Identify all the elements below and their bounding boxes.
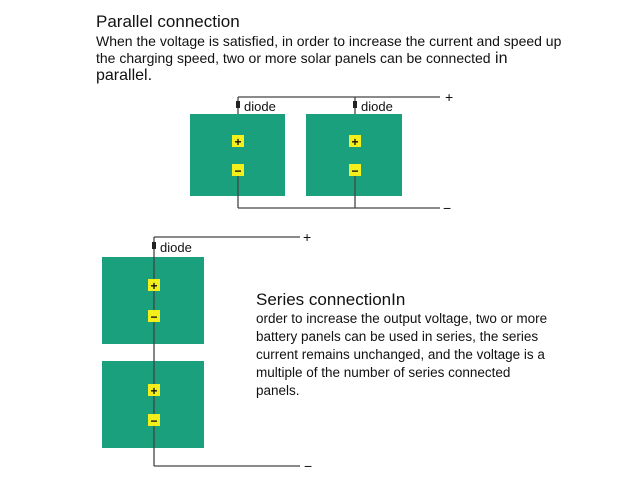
positive-terminal-icon xyxy=(148,279,160,291)
parallel-description-tail: in parallel. xyxy=(96,50,508,84)
positive-terminal-icon xyxy=(349,135,361,147)
series-output-positive-sign: + xyxy=(303,229,311,245)
positive-terminal-icon xyxy=(232,135,244,147)
parallel-output-positive-sign: + xyxy=(445,89,453,105)
series-description-block: Series connectionIn order to increase th… xyxy=(256,290,556,400)
diode-label: diode xyxy=(361,99,393,114)
series-panel-1 xyxy=(102,257,204,344)
terminal-minus-sign: − xyxy=(150,310,157,324)
parallel-diagram: diode diode + − + − + − xyxy=(190,89,453,216)
series-description: order to increase the output voltage, tw… xyxy=(256,311,548,398)
terminal-plus-sign: + xyxy=(234,135,241,149)
negative-terminal-icon xyxy=(232,164,244,176)
terminal-minus-sign: − xyxy=(150,414,157,428)
terminal-plus-sign: + xyxy=(351,135,358,149)
terminal-minus-sign: − xyxy=(351,164,358,178)
parallel-title: Parallel connection xyxy=(96,12,240,31)
diode-icon xyxy=(152,242,156,249)
positive-terminal-icon xyxy=(148,384,160,396)
terminal-plus-sign: + xyxy=(150,384,157,398)
diode-label: diode xyxy=(160,240,192,255)
parallel-description-main: When the voltage is satisfied, in order … xyxy=(96,33,562,66)
diode-icon xyxy=(236,101,240,108)
negative-terminal-icon xyxy=(349,164,361,176)
parallel-panel-2 xyxy=(306,114,402,196)
negative-terminal-icon xyxy=(148,414,160,426)
diode-icon xyxy=(353,101,357,108)
series-output-negative-sign: − xyxy=(304,458,312,474)
parallel-output-negative-sign: − xyxy=(443,200,451,216)
terminal-minus-sign: − xyxy=(234,164,241,178)
series-panel-2 xyxy=(102,361,204,448)
parallel-description: When the voltage is satisfied, in order … xyxy=(96,33,566,84)
series-diagram: diode + − + − + − xyxy=(102,229,312,474)
negative-terminal-icon xyxy=(148,310,160,322)
series-title: Series connectionIn xyxy=(256,290,406,309)
diode-label: diode xyxy=(244,99,276,114)
terminal-plus-sign: + xyxy=(150,279,157,293)
